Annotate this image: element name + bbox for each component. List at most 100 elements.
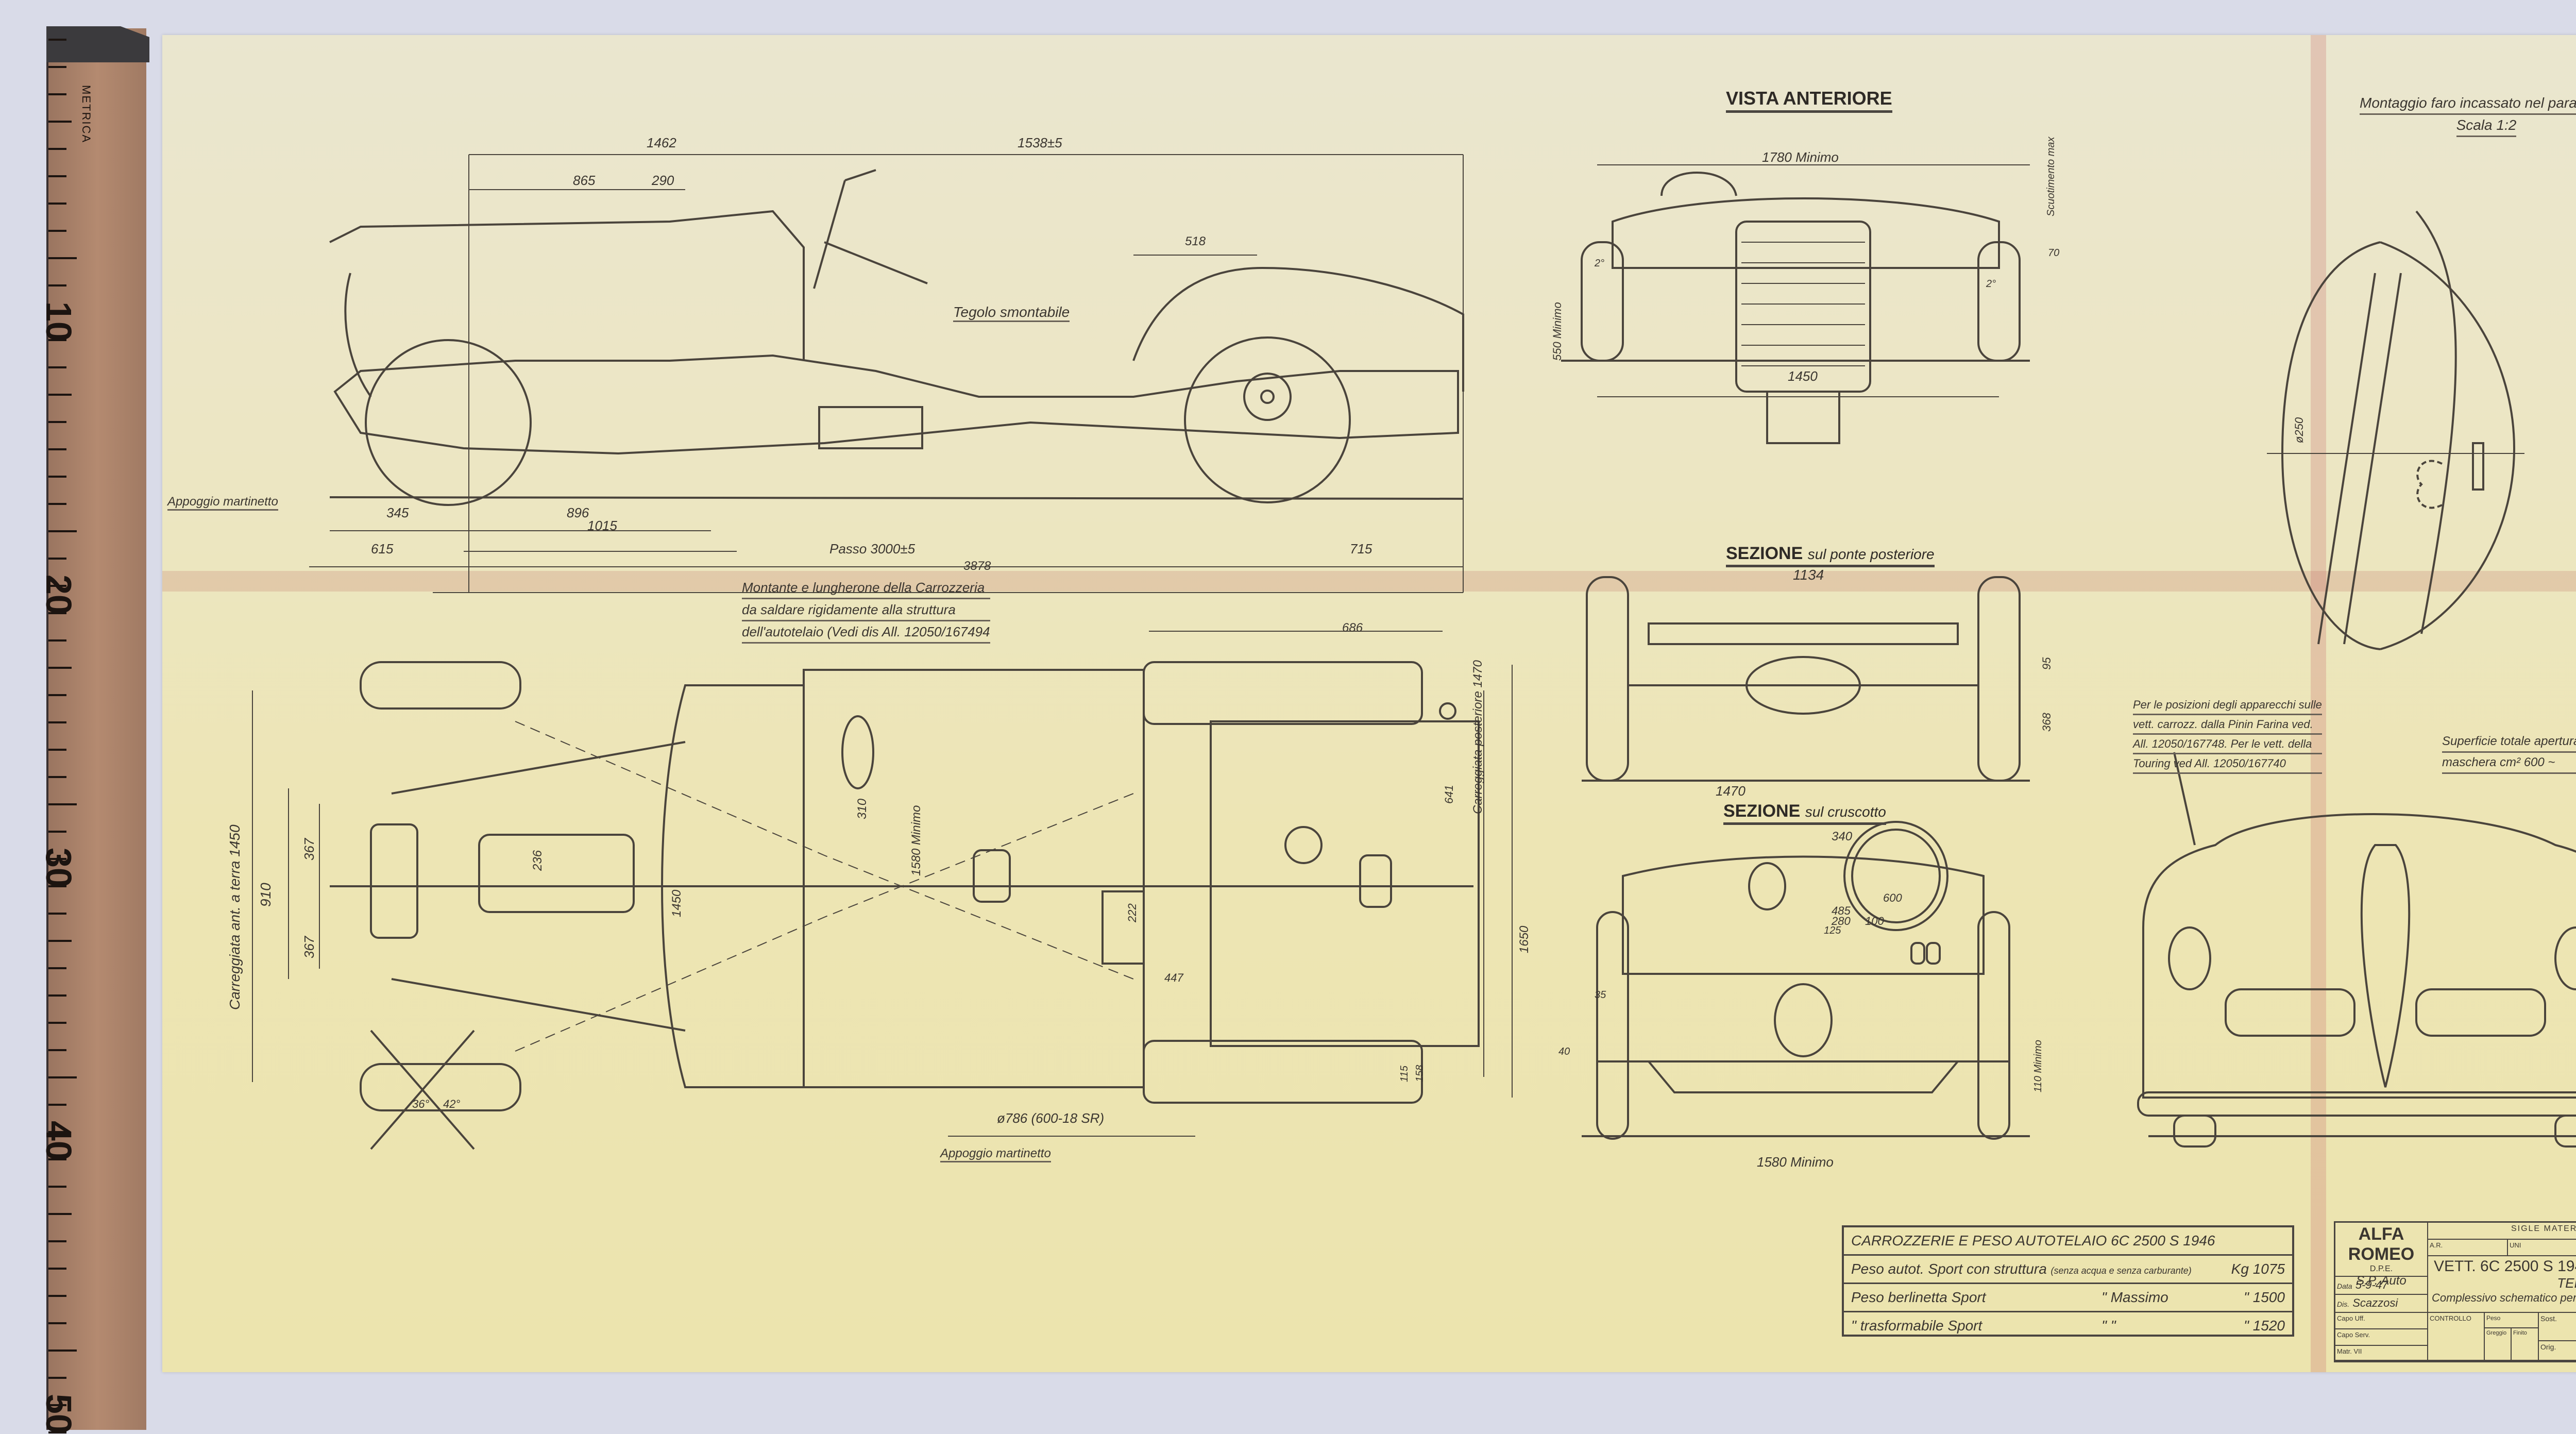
measuring-ruler: METRICA 10 20 30 40 50 xyxy=(39,26,149,1434)
ruler-tick xyxy=(48,1076,77,1078)
dim-35: 35 xyxy=(1595,989,1606,1001)
ruler-tick xyxy=(48,1049,66,1051)
grille-note-line-1: Superficie totale apertura xyxy=(2442,732,2576,753)
weights-row-3: " trasformabile Sport " " " 1520 xyxy=(1844,1312,2292,1339)
ruler-tick xyxy=(48,994,66,997)
dim-641: 641 xyxy=(1443,785,1455,804)
dim-865: 865 xyxy=(573,173,596,188)
dim-115: 115 xyxy=(1399,1066,1410,1082)
grille-note-line-2: maschera cm² 600 ~ xyxy=(2442,753,2576,774)
ruler-tick xyxy=(48,1404,66,1406)
ruler-tick xyxy=(48,339,66,341)
title-block: ALFA ROMEO D.P.E. S.P. Auto Data 5-9-47 … xyxy=(2334,1221,2576,1362)
weights-row-1-label: Peso autot. Sport con struttura xyxy=(1851,1261,2047,1277)
ruler-tick xyxy=(48,421,66,423)
dim-70: 70 xyxy=(2048,247,2060,259)
dim-447: 447 xyxy=(1164,971,1183,984)
side-view-dimensions xyxy=(309,154,1464,593)
drawing-sheet xyxy=(162,35,2576,1372)
vehicle-title: VETT. 6C 2500 S 1946 xyxy=(2434,1258,2576,1275)
dim-100: 100 xyxy=(1865,915,1884,927)
dim-headlamp-250: ø250 xyxy=(2293,417,2306,443)
dim-615: 615 xyxy=(371,541,394,556)
dim-1450-front: 1450 xyxy=(1788,368,1818,384)
title-block-company-cell: ALFA ROMEO D.P.E. S.P. Auto xyxy=(2335,1223,2428,1288)
ruler-tick xyxy=(48,448,66,450)
front-body-view xyxy=(2137,752,2576,1148)
ruler-tick xyxy=(48,1322,66,1324)
dim-290: 290 xyxy=(652,173,674,188)
headlamp-caption: Montaggio faro incassato nel parafango S… xyxy=(2360,93,2576,137)
label-appoggio-side: Appoggio martinetto xyxy=(167,495,278,511)
weights-row-2-value: " 1500 xyxy=(2243,1289,2285,1305)
weights-row-2: Peso berlinetta Sport " Massimo " 1500 xyxy=(1844,1284,2292,1312)
headlamp-scale: Scala 1:2 xyxy=(2456,115,2517,137)
ruler-tick xyxy=(48,230,66,232)
pininfarina-note: Per le posizioni degli apparecchi sulle … xyxy=(2133,696,2322,774)
capo-uff-cell: Capo Uff. xyxy=(2335,1313,2428,1329)
weights-row-1-note: (senza acqua e senza carburante) xyxy=(2050,1266,2192,1276)
plan-view-hidden-lines xyxy=(515,721,1134,1052)
dim-1780: 1780 Minimo xyxy=(1762,149,1839,165)
ruler-tick xyxy=(48,913,66,915)
ar-cell: A.R. xyxy=(2428,1240,2508,1256)
label-appoggio-plan: Appoggio martinetto xyxy=(940,1146,1051,1162)
ruler-tick xyxy=(48,667,72,669)
plan-view-chassis xyxy=(330,661,1480,1150)
dash-section-title-sub: sul cruscotto xyxy=(1805,804,1886,820)
weights-row-1-value: Kg 1075 xyxy=(2231,1261,2285,1277)
dim-686: 686 xyxy=(1342,621,1363,635)
weights-row-2-qualifier: " Massimo xyxy=(2102,1289,2168,1305)
ruler-tick xyxy=(48,885,66,887)
front-view-title: VISTA ANTERIORE xyxy=(1726,88,1892,113)
weights-row-3-label: " trasformabile Sport xyxy=(1851,1318,1982,1334)
ruler-tick xyxy=(48,749,66,751)
ruler-tick xyxy=(48,203,66,205)
headlamp-title: Montaggio faro incassato nel parafango xyxy=(2360,93,2576,115)
dim-steer-42: 42° xyxy=(443,1098,461,1110)
rear-axle-section-title: SEZIONE sul ponte posteriore xyxy=(1726,544,1935,567)
dim-camber-right: 2° xyxy=(1986,278,1996,290)
ruler-tick xyxy=(48,366,66,368)
orig-cell: Orig. xyxy=(2539,1341,2576,1361)
ruler-tick xyxy=(48,530,77,532)
dim-896: 896 xyxy=(567,505,589,520)
dim-tyre: ø786 (600-18 SR) xyxy=(997,1110,1105,1126)
sigle-materiale-cell: SIGLE MATERIALE xyxy=(2428,1223,2576,1240)
dim-310: 310 xyxy=(855,798,869,819)
dim-95: 95 xyxy=(2040,657,2053,670)
ruler-tick xyxy=(48,66,66,68)
plan-view-dimensions xyxy=(252,631,1513,1137)
rear-axle-section-title-sub: sul ponte posteriore xyxy=(1807,546,1935,562)
ruler-tick xyxy=(48,1158,66,1160)
grille-note: Superficie totale apertura maschera cm² … xyxy=(2442,732,2576,774)
drawing-description-cell: VETT. 6C 2500 S 1946 TELAIO Complessivo … xyxy=(2428,1256,2576,1313)
ruler-tick xyxy=(48,284,66,286)
ruler-tick xyxy=(48,776,66,778)
ruler-tick xyxy=(48,148,66,150)
ruler-tick xyxy=(48,175,66,177)
fold-stain-horizontal xyxy=(162,571,2576,592)
ruler-tick xyxy=(48,803,77,805)
drawn-by-value: Scazzosi xyxy=(2352,1296,2398,1309)
ruler-tick xyxy=(48,1131,66,1133)
dim-485: 485 xyxy=(1832,904,1851,917)
dim-1650: 1650 xyxy=(1517,925,1531,953)
dim-1580-plan: 1580 Minimo xyxy=(909,805,923,876)
label-tegolo: Tegolo smontabile xyxy=(953,304,1070,322)
ruler-tick xyxy=(48,831,66,833)
dim-1470: 1470 xyxy=(1716,783,1745,799)
dim-1134: 1134 xyxy=(1793,567,1824,583)
drawn-by-label: Dis. xyxy=(2337,1300,2350,1308)
weights-row-2-label: Peso berlinetta Sport xyxy=(1851,1289,1986,1305)
headlamp-detail xyxy=(2267,210,2524,650)
pininfarina-note-line-3: All. 12050/167748. Per le vett. della xyxy=(2133,735,2322,754)
pininfarina-note-line-1: Per le posizioni degli apparecchi sulle xyxy=(2133,696,2322,715)
dim-40: 40 xyxy=(1558,1046,1570,1057)
ruler-tick xyxy=(48,585,66,587)
dim-1580-dash: 1580 Minimo xyxy=(1757,1154,1834,1170)
part-title: TELAIO xyxy=(2557,1275,2576,1291)
finito-cell: Finito xyxy=(2512,1328,2539,1361)
ruler-tick xyxy=(48,694,66,696)
